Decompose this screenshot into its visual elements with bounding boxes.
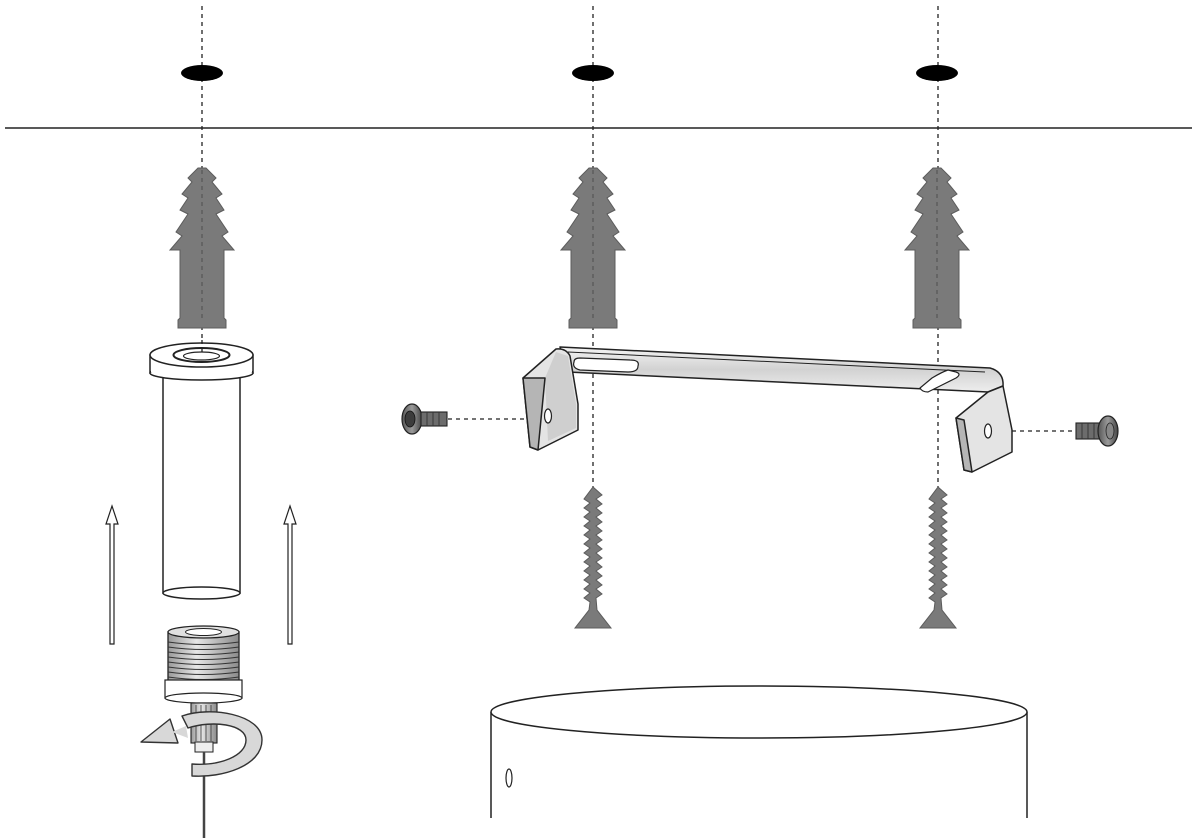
wood-screw [573, 486, 613, 629]
drill-hole [572, 65, 614, 81]
up-arrow [283, 504, 297, 645]
mounting-bracket [522, 346, 1013, 473]
lamp-canopy-body [490, 712, 1028, 818]
wall-plug [559, 167, 627, 329]
stem-tube-bottom [162, 586, 241, 600]
bracket-screw-hole [543, 408, 553, 424]
rotation-arrow [140, 711, 263, 777]
wood-screws [573, 486, 958, 629]
bracket-slot [573, 357, 639, 373]
bracket-side-screw [401, 403, 448, 435]
bracket-screw-hole [983, 423, 993, 439]
stem-tube-body [162, 369, 241, 594]
drill-hole [916, 65, 958, 81]
drill-holes [181, 65, 958, 81]
wall-plug [903, 167, 971, 329]
stem-tube [149, 340, 254, 600]
up-arrows [105, 504, 297, 645]
wall-plug [168, 167, 236, 329]
threaded-nipple [164, 625, 243, 753]
bracket-slot [919, 369, 960, 393]
bracket-side-screw [1075, 415, 1119, 447]
up-arrow [105, 504, 119, 645]
lamp-canopy [490, 685, 1028, 818]
lamp-canopy-rim [490, 685, 1028, 739]
wall-plugs [168, 167, 971, 329]
drill-hole [181, 65, 223, 81]
lamp-canopy-hole [505, 768, 513, 788]
wood-screw [918, 486, 958, 629]
